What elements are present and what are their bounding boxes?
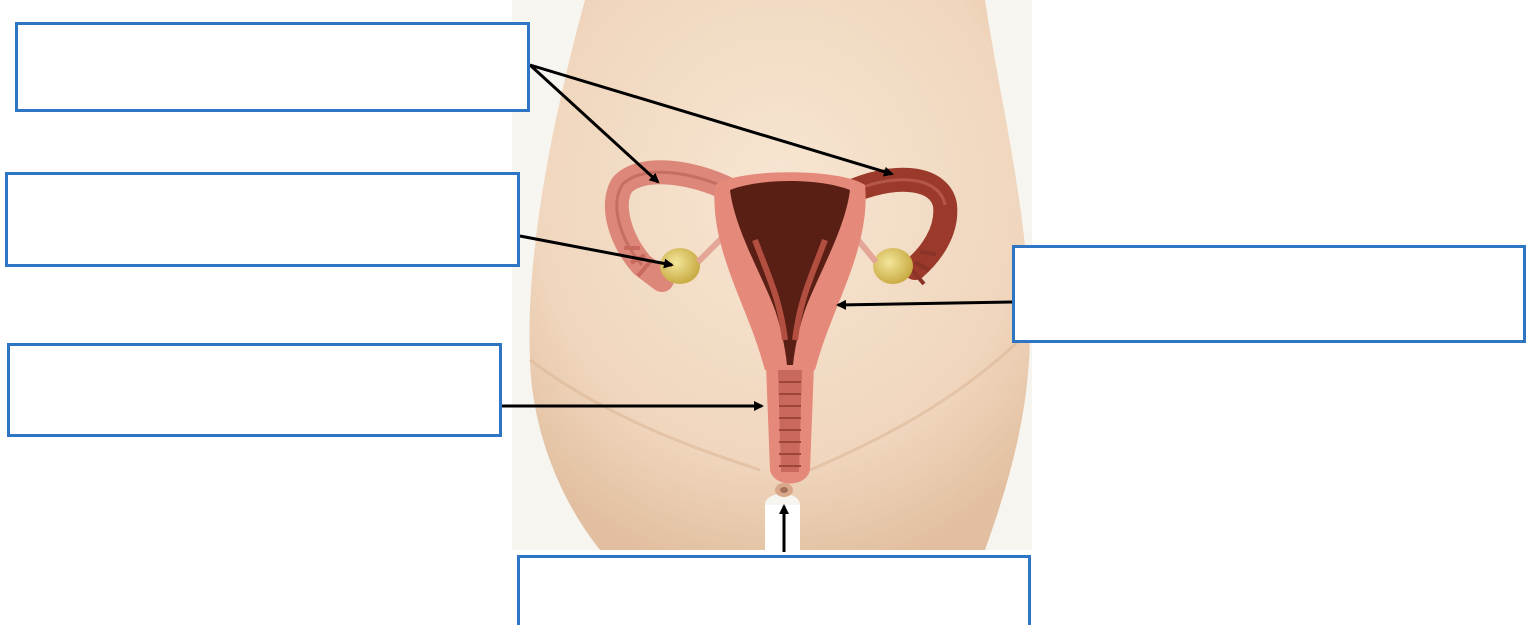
label-box-ovary[interactable] xyxy=(5,172,520,267)
label-box-vaginal-opening[interactable] xyxy=(517,555,1031,625)
label-box-uterus[interactable] xyxy=(1012,245,1526,343)
label-box-fallopian-tubes[interactable] xyxy=(15,22,530,112)
label-box-vagina[interactable] xyxy=(7,343,502,437)
